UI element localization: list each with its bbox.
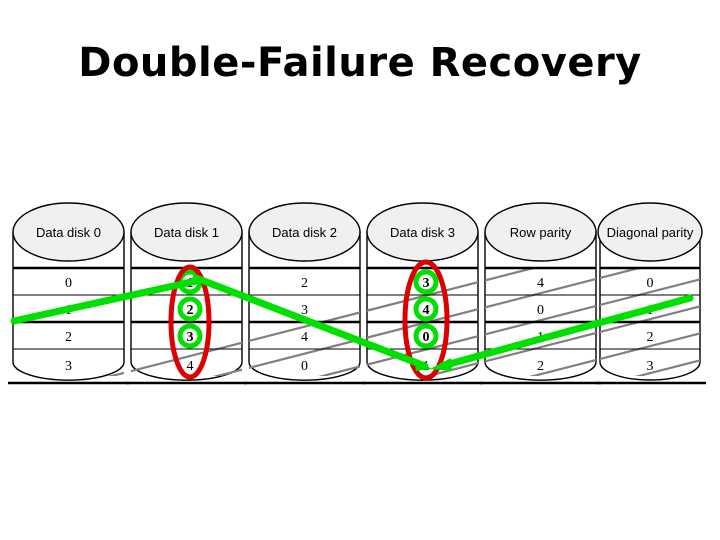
recovery-arrow-3 (438, 294, 694, 370)
disk-label: Data disk 2 (272, 225, 337, 240)
disk-head (597, 202, 703, 262)
diagonal-stripe (13, 289, 700, 376)
disk-label: Data disk 1 (154, 225, 219, 240)
cell-value: 4 (301, 330, 308, 345)
cell-value: 3 (65, 359, 72, 374)
recovery-arrow-group (10, 274, 694, 371)
cell-group-data-disk-2: 2 3 4 0 (301, 276, 308, 374)
cell-value: 4 (537, 276, 544, 291)
cell-value: 0 (647, 276, 654, 291)
cell-value: 0 (537, 303, 544, 318)
disk-head (12, 202, 125, 262)
recovery-arrow-2-head (414, 358, 432, 371)
cell-value: 3 (647, 359, 654, 374)
failed-disk-marker-data-disk-1 (168, 264, 212, 380)
disk-label: Data disk 3 (390, 225, 455, 240)
cell-value: 2 (537, 359, 544, 374)
recovered-block-marker (177, 323, 203, 349)
disk-label: Row parity (510, 225, 572, 240)
diagonal-stripe (13, 268, 700, 376)
disk-label: Data disk 0 (36, 225, 101, 240)
disk-label: Diagonal parity (607, 225, 694, 240)
recovered-block-marker (413, 296, 439, 322)
cell-value: 2 (301, 276, 308, 291)
cell-value: 0 (301, 359, 308, 374)
diagonal-stripe (13, 268, 700, 376)
cell-value: 2 (647, 330, 654, 345)
recovery-arrow-3-head (430, 358, 452, 371)
cell-value: 2 (187, 303, 194, 318)
recovery-arrow-1 (10, 277, 200, 325)
recovered-block-marker (177, 296, 203, 322)
disk-head (248, 202, 361, 262)
cell-value: 3 (187, 330, 194, 345)
cell-value: 0 (65, 276, 72, 291)
page-title: Double-Failure Recovery (78, 40, 642, 86)
cell-value: 4 (187, 359, 194, 374)
failed-disk-marker-group (168, 259, 450, 381)
cell-value: 3 (423, 276, 430, 291)
cell-value: 3 (301, 303, 308, 318)
recovered-block-marker (413, 323, 439, 349)
disk-column-data-disk-0[interactable]: Data disk 0 (12, 202, 125, 381)
failed-disk-marker-data-disk-3 (402, 259, 450, 381)
diagonal-stripe (13, 370, 700, 376)
disk-head (130, 202, 243, 262)
recovered-block-marker (413, 269, 439, 295)
cell-value: 2 (65, 330, 72, 345)
diagonal-stripe (13, 268, 700, 376)
recovery-arrow-2 (192, 274, 429, 370)
diagonal-stripe-group (13, 268, 700, 376)
disk-column-row-parity[interactable]: Row parity (484, 202, 597, 381)
cell-value: 4 (423, 303, 430, 318)
diagonal-stripe (13, 316, 700, 376)
disk-head (484, 202, 597, 262)
cell-value: 0 (423, 330, 430, 345)
